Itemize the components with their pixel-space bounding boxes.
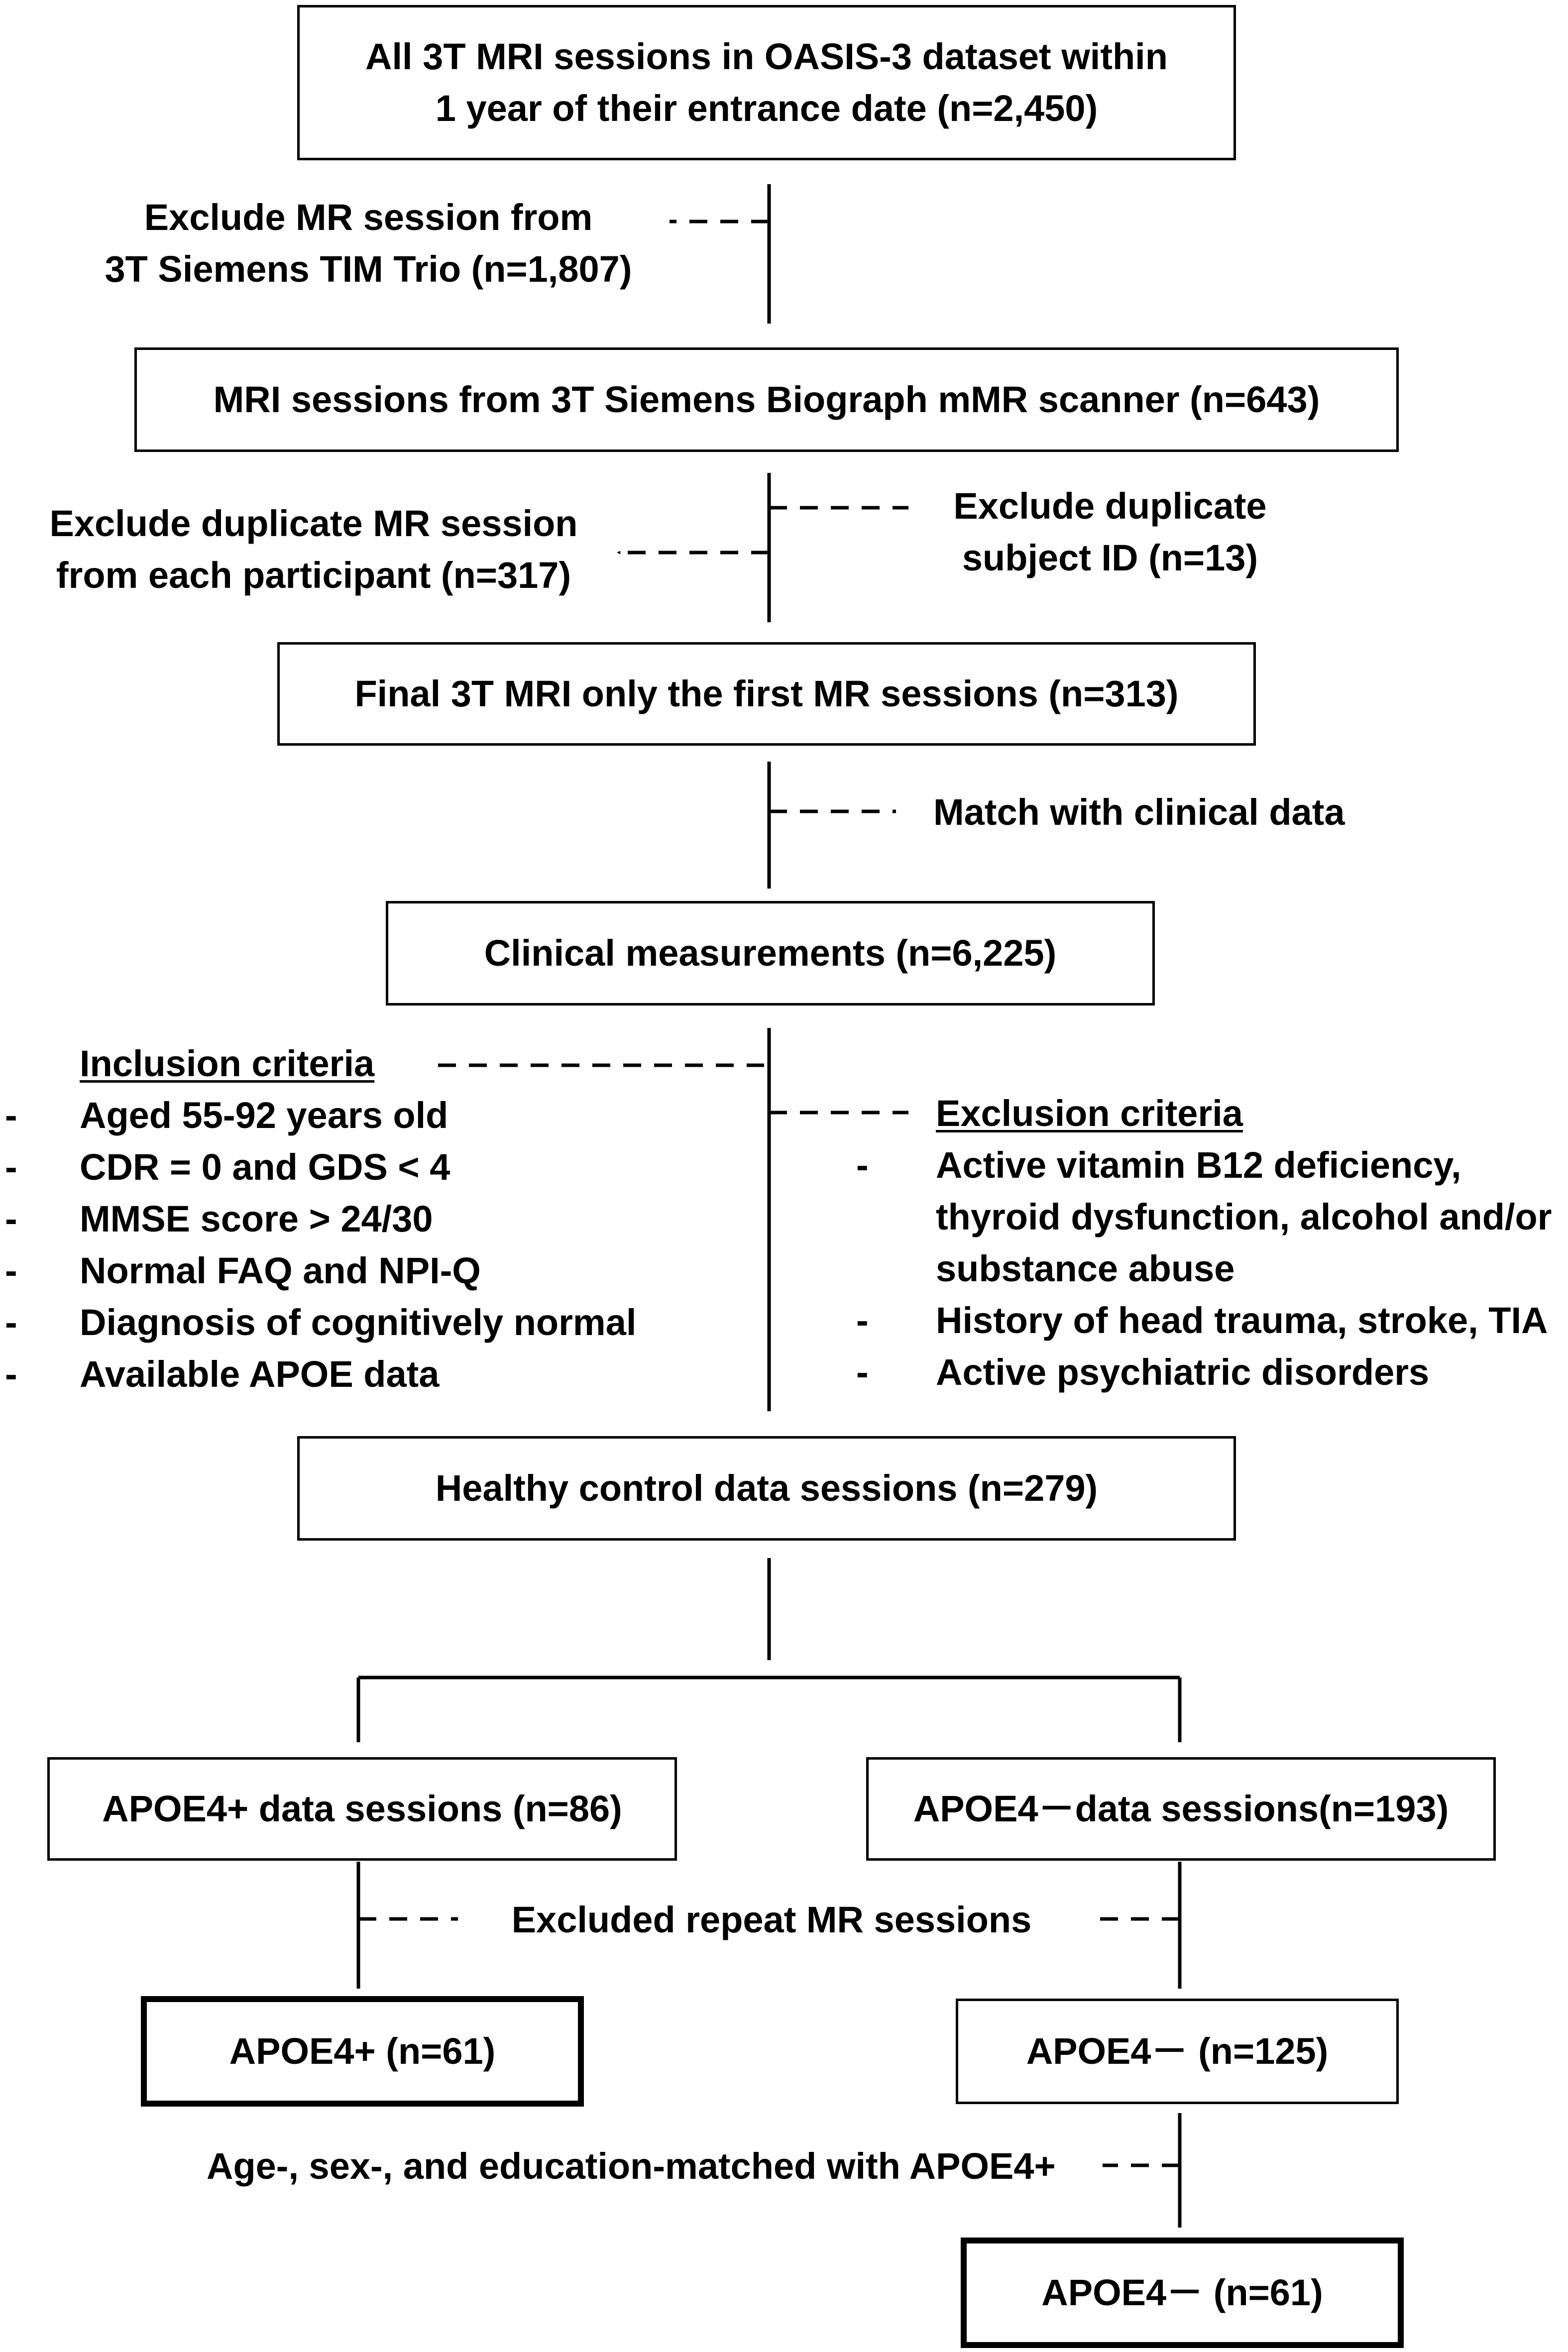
inclusion-bullet: - (5, 1198, 17, 1239)
label-exclude-trio-line1: Exclude MR session from (144, 197, 593, 238)
exclusion-item-continued: thyroid dysfunction, alcohol and/or (856, 1191, 1563, 1243)
inclusion-heading-row: Inclusion criteria (5, 1038, 702, 1090)
box-final-first-sessions-text: Final 3T MRI only the first MR sessions … (354, 673, 1179, 714)
inclusion-bullet: - (5, 1095, 17, 1136)
exclusion-item-text: Active vitamin B12 deficiency, (936, 1144, 1461, 1186)
inclusion-heading: Inclusion criteria (80, 1043, 375, 1084)
box-apoe4-neg-125: APOE4－ (n=125) (956, 1999, 1399, 2104)
label-exclude-dup-session-line1: Exclude duplicate MR session (49, 503, 578, 544)
label-age-matched: Age-, sex-, and education-matched with A… (207, 2145, 1056, 2187)
box-apoe4-neg-final: APOE4－ (n=61) (961, 2238, 1404, 2348)
box-biograph-sessions-text: MRI sessions from 3T Siemens Biograph mM… (213, 379, 1320, 420)
inclusion-item-text: Diagnosis of cognitively normal (80, 1302, 637, 1343)
exclusion-heading: Exclusion criteria (936, 1093, 1243, 1134)
box-apoe4-neg-125-text: APOE4－ (n=125) (1026, 2030, 1329, 2072)
box-all-sessions-line2: 1 year of their entrance date (n=2,450) (435, 88, 1098, 129)
inclusion-criteria: Inclusion criteria - Aged 55-92 years old… (5, 1038, 702, 1400)
exclusion-item-text: substance abuse (936, 1248, 1235, 1289)
label-exclude-dup-subject-line2: subject ID (n=13) (962, 537, 1258, 578)
label-exclude-dup-subject: Exclude duplicate subject ID (n=13) (916, 480, 1304, 584)
box-clinical-measurements: Clinical measurements (n=6,225) (386, 901, 1155, 1006)
inclusion-item-text: Available APOE data (80, 1353, 440, 1395)
box-all-sessions-line1: All 3T MRI sessions in OASIS-3 dataset w… (365, 36, 1168, 77)
box-healthy-control-text: Healthy control data sessions (n=279) (435, 1467, 1098, 1509)
inclusion-item: - Normal FAQ and NPI-Q (5, 1245, 702, 1297)
label-match-clinical: Match with clinical data (933, 791, 1345, 833)
exclusion-item: - Active psychiatric disorders (856, 1346, 1563, 1398)
box-apoe4-neg-sessions-text: APOE4－data sessions(n=193) (913, 1788, 1449, 1829)
exclusion-item: - Active vitamin B12 deficiency, (856, 1139, 1563, 1191)
exclusion-item-text: History of head trauma, stroke, TIA (936, 1300, 1548, 1341)
exclusion-bullet: - (856, 1144, 869, 1186)
inclusion-item: - CDR = 0 and GDS < 4 (5, 1141, 702, 1193)
inclusion-item: - Diagnosis of cognitively normal (5, 1297, 702, 1348)
inclusion-item-text: Aged 55-92 years old (80, 1095, 448, 1136)
inclusion-bullet: - (5, 1146, 17, 1188)
exclusion-bullet: - (856, 1300, 869, 1341)
box-apoe4-neg-final-text: APOE4－ (n=61) (1041, 2272, 1323, 2313)
inclusion-item-text: Normal FAQ and NPI-Q (80, 1250, 481, 1291)
label-excluded-repeat: Excluded repeat MR sessions (511, 1899, 1032, 1940)
label-exclude-dup-session: Exclude duplicate MR session from each p… (20, 498, 607, 601)
exclusion-criteria: Exclusion criteria - Active vitamin B12 d… (856, 1088, 1563, 1398)
exclusion-item-text: thyroid dysfunction, alcohol and/or (936, 1196, 1552, 1237)
label-exclude-dup-subject-line1: Exclude duplicate (953, 485, 1267, 527)
box-apoe4-pos-final: APOE4+ (n=61) (141, 1996, 584, 2107)
inclusion-item-text: CDR = 0 and GDS < 4 (80, 1146, 450, 1188)
exclusion-bullet: - (856, 1351, 869, 1393)
box-apoe4-pos-sessions: APOE4+ data sessions (n=86) (47, 1757, 677, 1861)
inclusion-item: - Available APOE data (5, 1348, 702, 1400)
inclusion-item-text: MMSE score > 24/30 (80, 1198, 433, 1239)
box-apoe4-pos-sessions-text: APOE4+ data sessions (n=86) (102, 1788, 622, 1829)
label-exclude-trio: Exclude MR session from 3T Siemens TIM T… (65, 192, 672, 295)
inclusion-item: - Aged 55-92 years old (5, 1090, 702, 1141)
inclusion-item: - MMSE score > 24/30 (5, 1193, 702, 1245)
box-apoe4-neg-sessions: APOE4－data sessions(n=193) (866, 1757, 1496, 1861)
box-final-first-sessions: Final 3T MRI only the first MR sessions … (277, 642, 1256, 746)
box-biograph-sessions: MRI sessions from 3T Siemens Biograph mM… (134, 347, 1399, 452)
box-all-sessions: All 3T MRI sessions in OASIS-3 dataset w… (297, 5, 1236, 160)
exclusion-item-text: Active psychiatric disorders (936, 1351, 1430, 1393)
inclusion-bullet: - (5, 1353, 17, 1395)
inclusion-bullet: - (5, 1250, 17, 1291)
exclusion-item-continued: substance abuse (856, 1243, 1563, 1295)
exclusion-heading-row: Exclusion criteria (856, 1088, 1563, 1139)
exclusion-item: - History of head trauma, stroke, TIA (856, 1295, 1563, 1346)
box-apoe4-pos-final-text: APOE4+ (n=61) (229, 2030, 496, 2072)
label-exclude-trio-line2: 3T Siemens TIM Trio (n=1,807) (105, 248, 632, 290)
label-exclude-dup-session-line2: from each participant (n=317) (56, 555, 571, 596)
box-healthy-control: Healthy control data sessions (n=279) (297, 1436, 1236, 1541)
inclusion-bullet: - (5, 1302, 17, 1343)
box-clinical-measurements-text: Clinical measurements (n=6,225) (484, 932, 1057, 974)
